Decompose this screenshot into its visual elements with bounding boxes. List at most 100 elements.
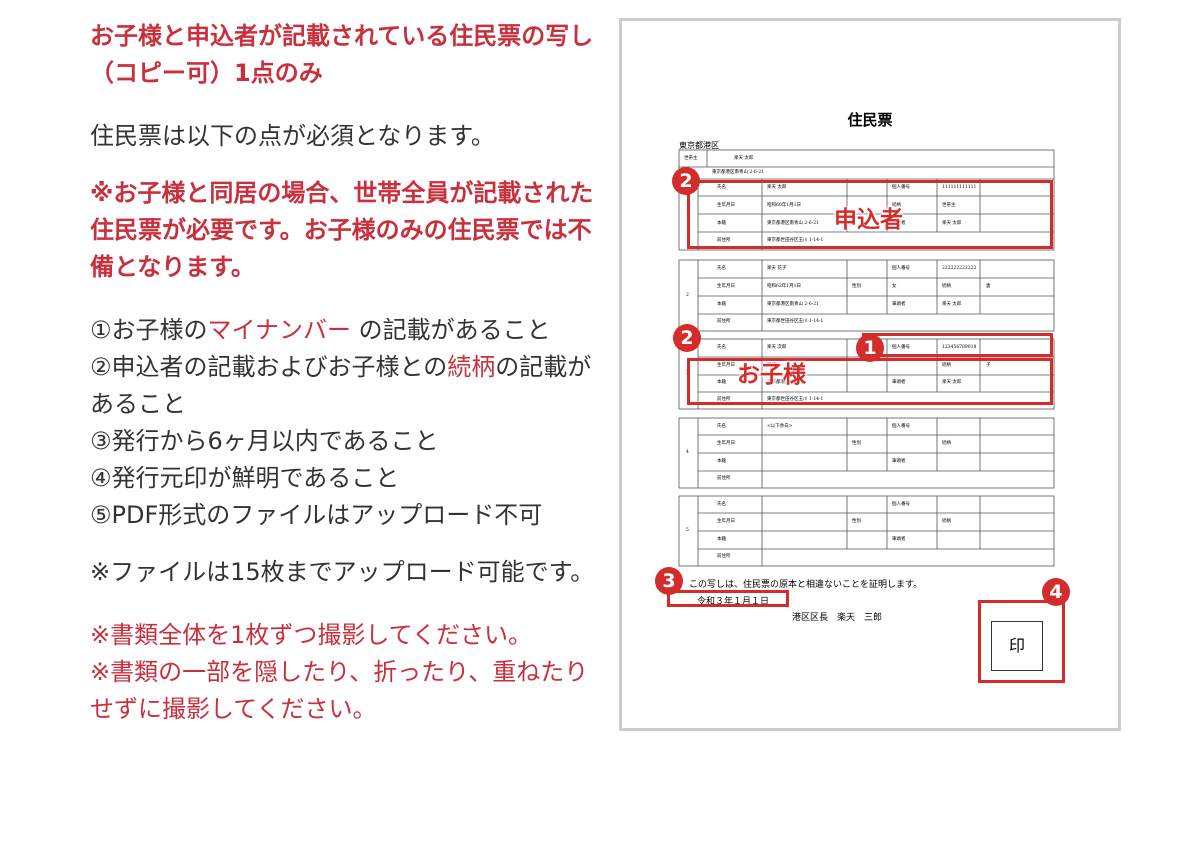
member-2-head-label: 筆頭者 <box>892 302 906 307</box>
ward-name: 東京都港区 <box>679 141 719 150</box>
requirement-1: ①お子様のマイナンバー の記載があること <box>90 316 551 344</box>
official-seal: 印 <box>991 621 1043 671</box>
photo-instructions: ※書類全体を1枚ずつ撮影してください。 ※書類の一部を隠したり、折ったり、重ねた… <box>90 617 600 728</box>
member-2-sex-label: 性別 <box>852 284 861 289</box>
member-1-dob-label: 生年月日 <box>717 203 735 208</box>
requirement-4: ④発行元印が鮮明であること <box>90 464 400 492</box>
member-4-dob-label: 生年月日 <box>717 441 735 446</box>
photo-instruction-2: ※書類の一部を隠したり、折ったり、重ねたりせずに撮影してください。 <box>90 658 589 723</box>
member-2-prev-address: 東京都世田谷区玉川 1-14-1 <box>767 319 824 324</box>
member-4-name: <以下余白> <box>767 424 793 429</box>
member-1-prev-address: 東京都世田谷区玉川 1-14-1 <box>767 238 824 243</box>
member-4-number: 4 <box>686 450 689 455</box>
member-1-domicile: 東京都港区南青山 2-6-21 <box>767 221 819 226</box>
certification-statement: この写しは、住民票の原本と相違ないことを証明します。 <box>689 580 923 590</box>
member-3-relationship: 子 <box>986 363 991 368</box>
member-2-domicile: 東京都港区南青山 2-6-21 <box>767 302 819 307</box>
member-1-dob: 昭和60年1月1日 <box>767 203 801 208</box>
member-2-number: 2 <box>686 293 689 298</box>
member-1-name-label: 氏名 <box>717 185 726 190</box>
badge-4-seal: 4 <box>1042 578 1070 606</box>
member-1-mynumber: 111111111111 <box>942 185 977 190</box>
member-1-name: 楽天 太郎 <box>767 185 787 190</box>
member-3-prev-address: 東京都世田谷区玉川 1-14-1 <box>767 397 824 402</box>
member-2-dob-label: 生年月日 <box>717 284 735 289</box>
household-address: 東京都港区南青山 2-6-21 <box>712 170 764 175</box>
head-label: 世帯主 <box>684 156 698 161</box>
member-3-relationship-label: 続柄 <box>942 363 951 368</box>
member-4-head-label: 筆頭者 <box>892 459 906 464</box>
member-3-head-label: 筆頭者 <box>892 380 906 385</box>
member-4-mynumber-label: 個人番号 <box>892 424 910 429</box>
badge-3-date: 3 <box>655 567 683 595</box>
certificate-title: 住民票 <box>847 111 893 129</box>
household-warning: ※お子様と同居の場合、世帯全員が記載された住民票が必要です。お子様のみの住民票で… <box>90 179 594 281</box>
my-number-highlight: マイナンバー <box>207 316 352 344</box>
member-1-mynumber-label: 個人番号 <box>892 185 910 190</box>
member-3-prev-label: 前住所 <box>717 397 731 402</box>
member-5-prev-label: 前住所 <box>717 554 731 559</box>
member-2-prev-label: 前住所 <box>717 319 731 324</box>
document-requirement-heading: お子様と申込者が記載されている住民票の写し（コピー可）1点のみ <box>90 22 594 87</box>
mayor-signature: 港区区長 楽天 三郎 <box>792 613 883 623</box>
member-2-mynumber-label: 個人番号 <box>892 266 910 271</box>
requirement-2: ②申込者の記載およびお子様との続柄の記載があること <box>90 353 592 418</box>
upload-limit-note: ※ファイルは15枚までアップロード可能です。 <box>90 558 595 586</box>
member-1-head: 楽天 太郎 <box>942 221 962 226</box>
member-3-name-label: 氏名 <box>717 345 726 350</box>
member-3-domicile: 東京都港区南青山 <box>767 380 803 385</box>
member-3-head: 楽天 太郎 <box>942 380 962 385</box>
member-4-prev-label: 前住所 <box>717 476 731 481</box>
member-5-head-label: 筆頭者 <box>892 537 906 542</box>
member-5-relationship-label: 続柄 <box>942 519 951 524</box>
member-3-mynumber-label: 個人番号 <box>892 345 910 350</box>
member-1-relationship-label: 続柄 <box>892 203 901 208</box>
child-label: お子様 <box>737 362 806 388</box>
member-2-mynumber: 222222222222 <box>942 266 977 271</box>
member-5-mynumber-label: 個人番号 <box>892 502 910 507</box>
member-3-mynumber: 123456789018 <box>942 345 977 350</box>
member-2-relationship: 妻 <box>986 284 991 289</box>
requirement-3: ③発行から6ヶ月以内であること <box>90 427 439 455</box>
requirements-list: ①お子様のマイナンバー の記載があること ②申込者の記載およびお子様との続柄の記… <box>90 312 600 534</box>
member-5-name-label: 氏名 <box>717 502 726 507</box>
member-4-domicile-label: 本籍 <box>717 459 726 464</box>
member-2-name: 楽天 花子 <box>767 266 787 271</box>
member-3-domicile-label: 本籍 <box>717 380 726 385</box>
member-4-relationship-label: 続柄 <box>942 441 951 446</box>
member-4-name-label: 氏名 <box>717 424 726 429</box>
member-1-relationship: 世帯主 <box>942 203 956 208</box>
member-2-domicile-label: 本籍 <box>717 302 726 307</box>
member-2-relationship-label: 続柄 <box>942 284 951 289</box>
head-name: 楽天 太郎 <box>734 156 754 161</box>
seal-highlight-frame <box>978 600 1065 683</box>
member-1-head-label: 筆頭者 <box>892 221 906 226</box>
requirement-5: ⑤PDF形式のファイルはアップロード不可 <box>90 501 543 529</box>
member-2-head: 楽天 太郎 <box>942 302 962 307</box>
member-5-dob-label: 生年月日 <box>717 519 735 524</box>
issue-date-highlight-frame <box>667 590 789 607</box>
member-1-prev-label: 前住所 <box>717 238 731 243</box>
member-4-sex-label: 性別 <box>852 441 861 446</box>
badge-1-mynumber: 1 <box>856 334 884 362</box>
photo-instruction-1: ※書類全体を1枚ずつ撮影してください。 <box>90 621 532 649</box>
member-2-dob: 昭和62年1月1日 <box>767 284 801 289</box>
member-3-dob-label: 生年月日 <box>717 363 735 368</box>
resident-certificate-sample: 住民票 東京都港区 <box>619 18 1121 731</box>
applicant-highlight-frame <box>687 180 1053 249</box>
relationship-highlight: 続柄 <box>447 353 496 381</box>
applicant-label: 申込者 <box>834 207 903 233</box>
member-5-sex-label: 性別 <box>852 519 861 524</box>
requirements-intro: 住民票は以下の点が必須となります。 <box>90 122 495 150</box>
certificate-table-lines <box>678 149 1055 567</box>
member-3-dob: 平成 <box>767 363 776 368</box>
member-1-domicile-label: 本籍 <box>717 221 726 226</box>
mynumber-highlight-frame <box>862 333 1053 357</box>
issue-date: 令和３年１月１日 <box>697 597 770 607</box>
member-5-number: 5 <box>686 528 689 533</box>
member-2-sex: 女 <box>892 284 897 289</box>
member-2-name-label: 氏名 <box>717 266 726 271</box>
member-3-name: 楽天 次郎 <box>767 345 787 350</box>
badge-2-child: 2 <box>673 324 701 352</box>
badge-2-applicant: 2 <box>672 167 700 195</box>
